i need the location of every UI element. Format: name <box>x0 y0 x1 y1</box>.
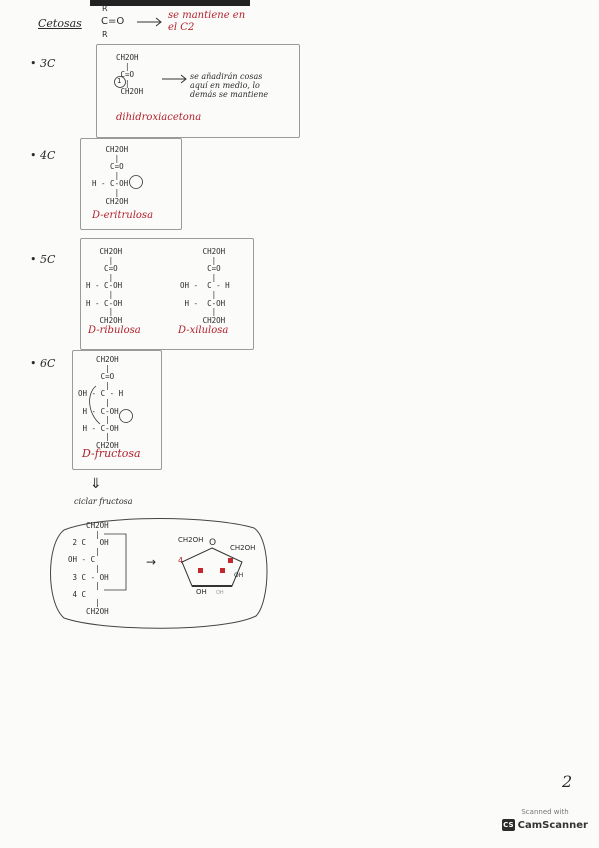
carbon-1-mark: 1 <box>117 77 122 85</box>
ring-oxygen: O <box>209 538 217 548</box>
down-arrow-icon: ⇓ <box>90 476 102 492</box>
eritrulosa-formula: CH2OH | C=O | H - C-OH | CH2OH <box>92 145 129 206</box>
header-arrow-icon <box>137 17 162 27</box>
cyclization-cloud-outline <box>50 518 268 629</box>
ring-oh-small: OH <box>216 590 224 596</box>
section-4c-label: • 4C <box>30 149 56 162</box>
r-bottom: R <box>102 30 108 39</box>
page-title: Cetosas <box>38 17 82 30</box>
header-note-line1: se mantiene en <box>168 10 246 21</box>
dihidroxiacetona-formula: CH2OH | C=O | CH2OH <box>116 53 144 97</box>
ring-oh-bottom: OH <box>196 588 207 596</box>
fructosa-name: D-fructosa <box>82 447 141 460</box>
oh-circle-icon <box>129 175 143 189</box>
ribulosa-name: D-ribulosa <box>88 325 141 336</box>
fructosa-open-chain-formula: CH2OH | 2 C OH | OH - C | 3 C - OH | 4 C… <box>68 521 109 616</box>
badge-brand: CamScanner <box>517 819 588 831</box>
section-4c-box <box>80 138 182 230</box>
add-here-arrow-icon <box>162 74 187 84</box>
r-top: R <box>102 4 108 13</box>
ring-oh-right: OH <box>234 572 244 579</box>
section-6c-label: • 6C <box>30 357 56 370</box>
cyclization-title: ciclar fructosa <box>74 497 133 506</box>
ribulosa-formula: CH2OH | C=O | H - C-OH | H - C-OH | CH2O… <box>86 247 123 325</box>
camscanner-badge: Scanned with CS CamScanner <box>502 808 588 838</box>
section-3c-box <box>96 44 300 138</box>
section-5c-box <box>80 238 254 350</box>
fructosa-formula: CH2OH | C=O | OH - C - H | H - C-OH | H … <box>78 355 124 450</box>
section-3c-label: • 3C <box>30 57 56 70</box>
furanose-ring-icon <box>181 547 243 587</box>
ring-ch2oh-right: CH2OH <box>230 544 256 552</box>
badge-caption: Scanned with <box>521 808 569 816</box>
dihidroxiacetona-name: dihidroxiacetona <box>116 112 202 123</box>
reaction-arrow-icon: → <box>146 555 157 569</box>
xilulosa-formula: CH2OH | C=O | OH - C - H | H - C-OH | CH… <box>180 247 230 325</box>
section-3c-note: se añadirán cosas aquí en medio, lo demá… <box>190 72 269 99</box>
xilulosa-name: D-xilulosa <box>178 325 229 336</box>
ring-ch2oh-left: CH2OH <box>178 536 204 544</box>
oh-c5-circle-icon <box>119 409 133 423</box>
header-note-line2: el C2 <box>168 22 195 33</box>
cyclization-curve-icon <box>89 385 101 425</box>
open-chain-bracket <box>104 533 127 591</box>
carbon-1-circle-icon <box>114 76 126 88</box>
carbonyl-group: C=O <box>101 16 125 27</box>
ring-carbon-4: 4 <box>178 556 184 565</box>
page-number: 2 <box>562 772 573 791</box>
section-5c-label: • 5C <box>30 253 56 266</box>
camscanner-logo-icon: CS <box>502 819 515 831</box>
page-top-edge <box>90 0 250 6</box>
section-6c-box <box>72 350 162 470</box>
eritrulosa-name: D-eritrulosa <box>92 210 154 221</box>
